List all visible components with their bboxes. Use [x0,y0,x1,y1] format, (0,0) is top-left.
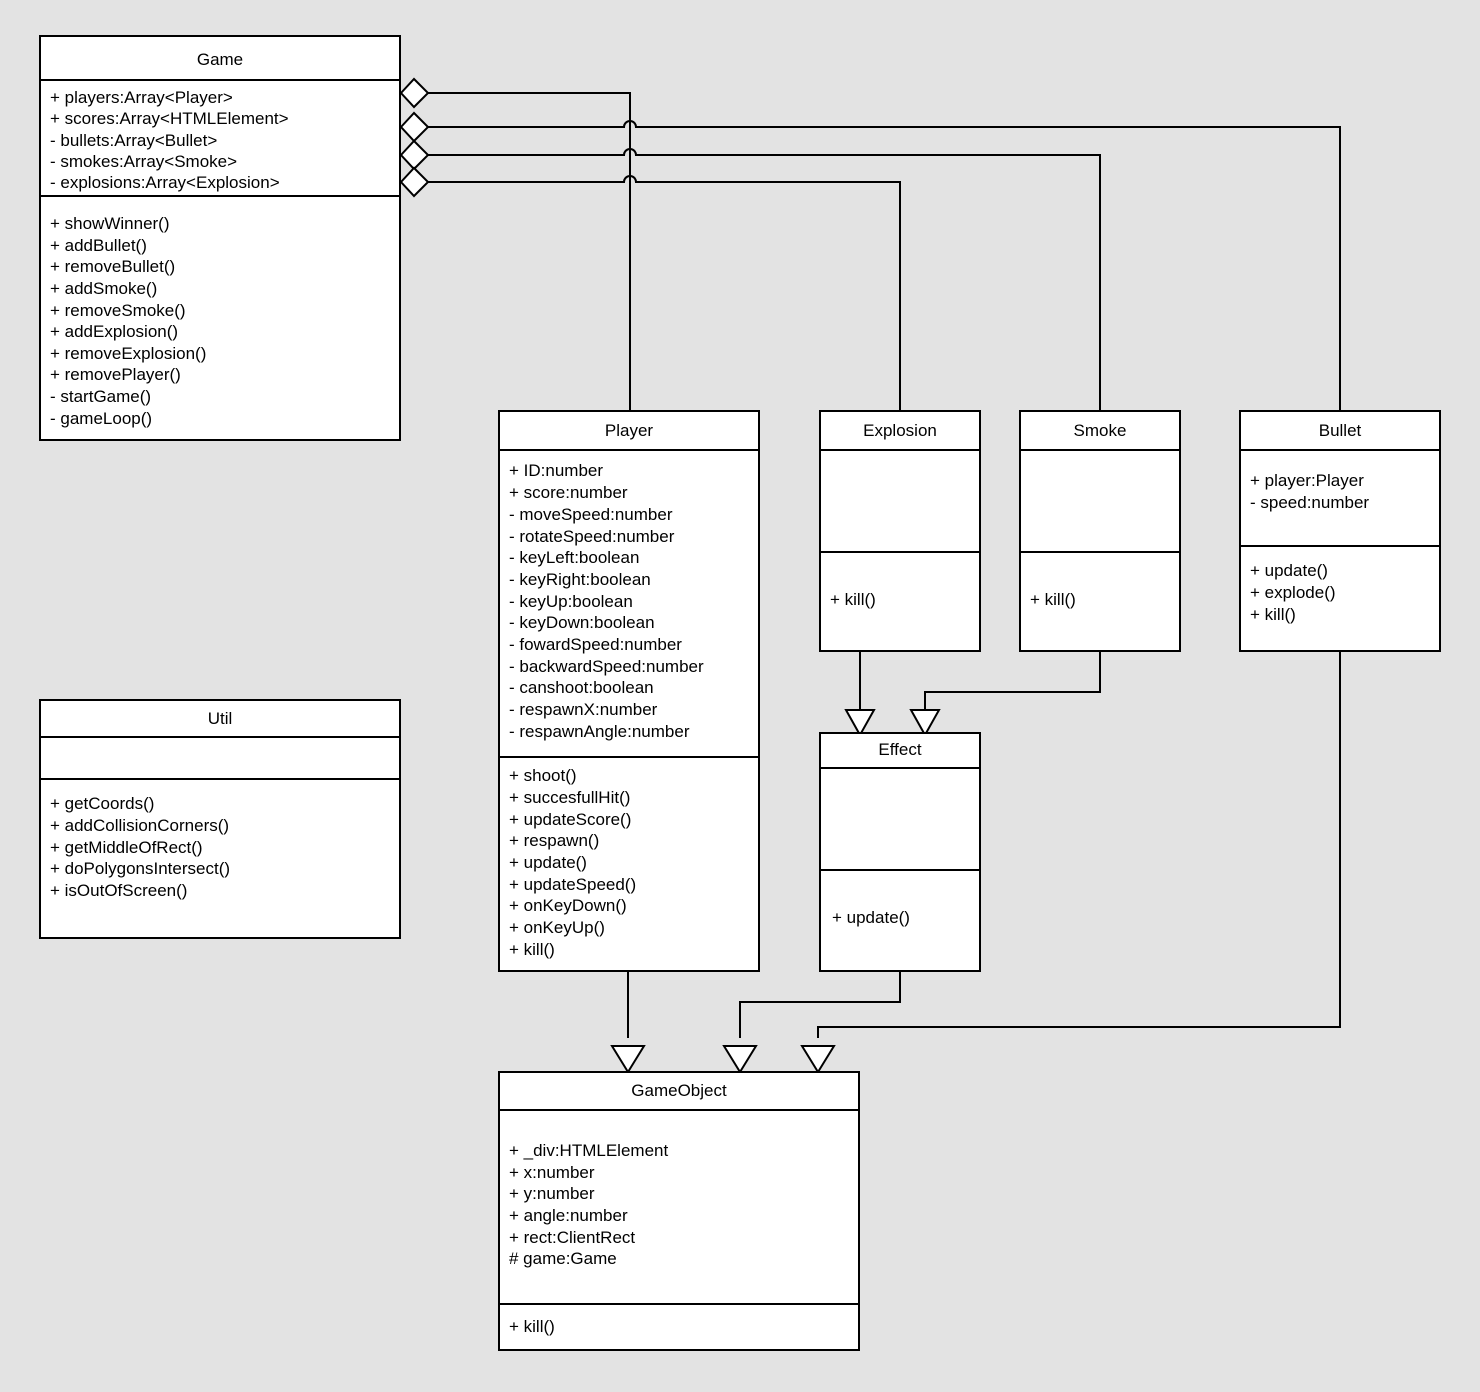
class-method: + addExplosion() [50,322,178,341]
class-method: + updateScore() [509,810,631,829]
class-method: + shoot() [509,766,577,785]
class-attribute: - speed:number [1250,493,1369,512]
class-attribute: - keyLeft:boolean [509,548,639,567]
edge-bullet-gameobject [817,651,1341,1038]
class-attribute: + _div:HTMLElement [509,1141,668,1160]
class-name-bullet: Bullet [1319,421,1362,440]
class-method: + updateSpeed() [509,875,636,894]
class-method: + removeExplosion() [50,344,206,363]
class-name-explosion: Explosion [863,421,937,440]
class-attribute: + player:Player [1250,471,1364,490]
class-attribute: - explosions:Array<Explosion> [50,173,280,192]
class-name-player: Player [605,421,654,440]
edge-game-bullet [428,120,1341,411]
class-attribute: + y:number [509,1184,595,1203]
class-method: + removeSmoke() [50,301,186,320]
class-attribute: + players:Array<Player> [50,88,233,107]
class-attribute: + scores:Array<HTMLElement> [50,109,289,128]
class-method: + addCollisionCorners() [50,816,229,835]
class-box-effect[interactable]: Effect + update() [819,732,981,972]
class-method: + onKeyDown() [509,896,627,915]
class-method: + isOutOfScreen() [50,881,187,900]
edge-game-smoke [428,148,1101,411]
class-name-effect: Effect [878,740,921,759]
class-attribute: - moveSpeed:number [509,505,673,524]
class-method: + update() [509,853,587,872]
class-attribute: - fowardSpeed:number [509,635,682,654]
class-attribute: + x:number [509,1163,595,1182]
aggregation-diamond-bullets [399,111,430,143]
generalization-arrow-effect-gameobject [722,1045,758,1074]
class-method: - startGame() [50,387,151,406]
class-box-bullet[interactable]: Bullet + player:Player - speed:number + … [1239,410,1441,652]
generalization-arrow-smoke-effect [909,709,941,738]
class-attribute: - canshoot:boolean [509,678,654,697]
class-box-util[interactable]: Util + getCoords() + addCollisionCorners… [39,699,401,939]
class-method: + onKeyUp() [509,918,605,937]
class-method: + doPolygonsIntersect() [50,859,230,878]
class-method: + update() [1250,561,1328,580]
edge-game-player [428,92,631,411]
class-method: + removeBullet() [50,257,175,276]
class-attribute: + angle:number [509,1206,628,1225]
relationship-layer [399,77,1341,1074]
class-method: + explode() [1250,583,1336,602]
class-method: + removePlayer() [50,365,181,384]
generalization-arrow-player-gameobject [610,1045,646,1074]
class-attribute: - backwardSpeed:number [509,657,704,676]
class-method: + getMiddleOfRect() [50,838,203,857]
class-name-gameobject: GameObject [631,1081,727,1100]
class-attribute: + score:number [509,483,628,502]
class-name-util: Util [208,709,233,728]
class-method: + respawn() [509,831,599,850]
class-attribute: - smokes:Array<Smoke> [50,152,237,171]
aggregation-diamond-explosions [399,166,430,198]
class-attribute: - respawnX:number [509,700,658,719]
class-name-game: Game [197,50,243,69]
generalization-arrow-explosion-effect [844,709,876,738]
edge-game-explosion [428,175,901,411]
class-method: + kill() [509,940,555,959]
class-method: + succesfullHit() [509,788,630,807]
class-attribute: - keyDown:boolean [509,613,655,632]
class-attribute: + ID:number [509,461,603,480]
class-method: + showWinner() [50,214,170,233]
class-name-smoke: Smoke [1074,421,1127,440]
class-attribute: - bullets:Array<Bullet> [50,131,217,150]
edge-effect-gameobject [739,971,901,1038]
class-attribute: + rect:ClientRect [509,1228,635,1247]
edge-smoke-effect [924,651,1101,716]
class-box-smoke[interactable]: Smoke + kill() [1019,410,1181,652]
class-box-player[interactable]: Player + ID:number + score:number - move… [498,410,760,972]
class-attribute: # game:Game [509,1249,617,1268]
class-box-explosion[interactable]: Explosion + kill() [819,410,981,652]
class-method: + addSmoke() [50,279,157,298]
class-attribute: - rotateSpeed:number [509,527,675,546]
class-method: + kill() [509,1317,555,1336]
class-method: + kill() [1250,605,1296,624]
class-box-game[interactable]: Game + players:Array<Player> + scores:Ar… [39,35,401,441]
class-attribute: - respawnAngle:number [509,722,690,741]
generalization-arrow-bullet-gameobject [800,1045,836,1074]
class-method: + update() [832,908,910,927]
aggregation-diamond-smokes [399,139,430,171]
class-method: + kill() [830,590,876,609]
class-method: + getCoords() [50,794,154,813]
class-method: - gameLoop() [50,409,152,428]
class-method: + kill() [1030,590,1076,609]
class-attribute: - keyRight:boolean [509,570,651,589]
aggregation-diamond-players [399,77,430,109]
class-box-gameobject[interactable]: GameObject + _div:HTMLElement + x:number… [498,1071,860,1351]
class-method: + addBullet() [50,236,147,255]
class-attribute: - keyUp:boolean [509,592,633,611]
